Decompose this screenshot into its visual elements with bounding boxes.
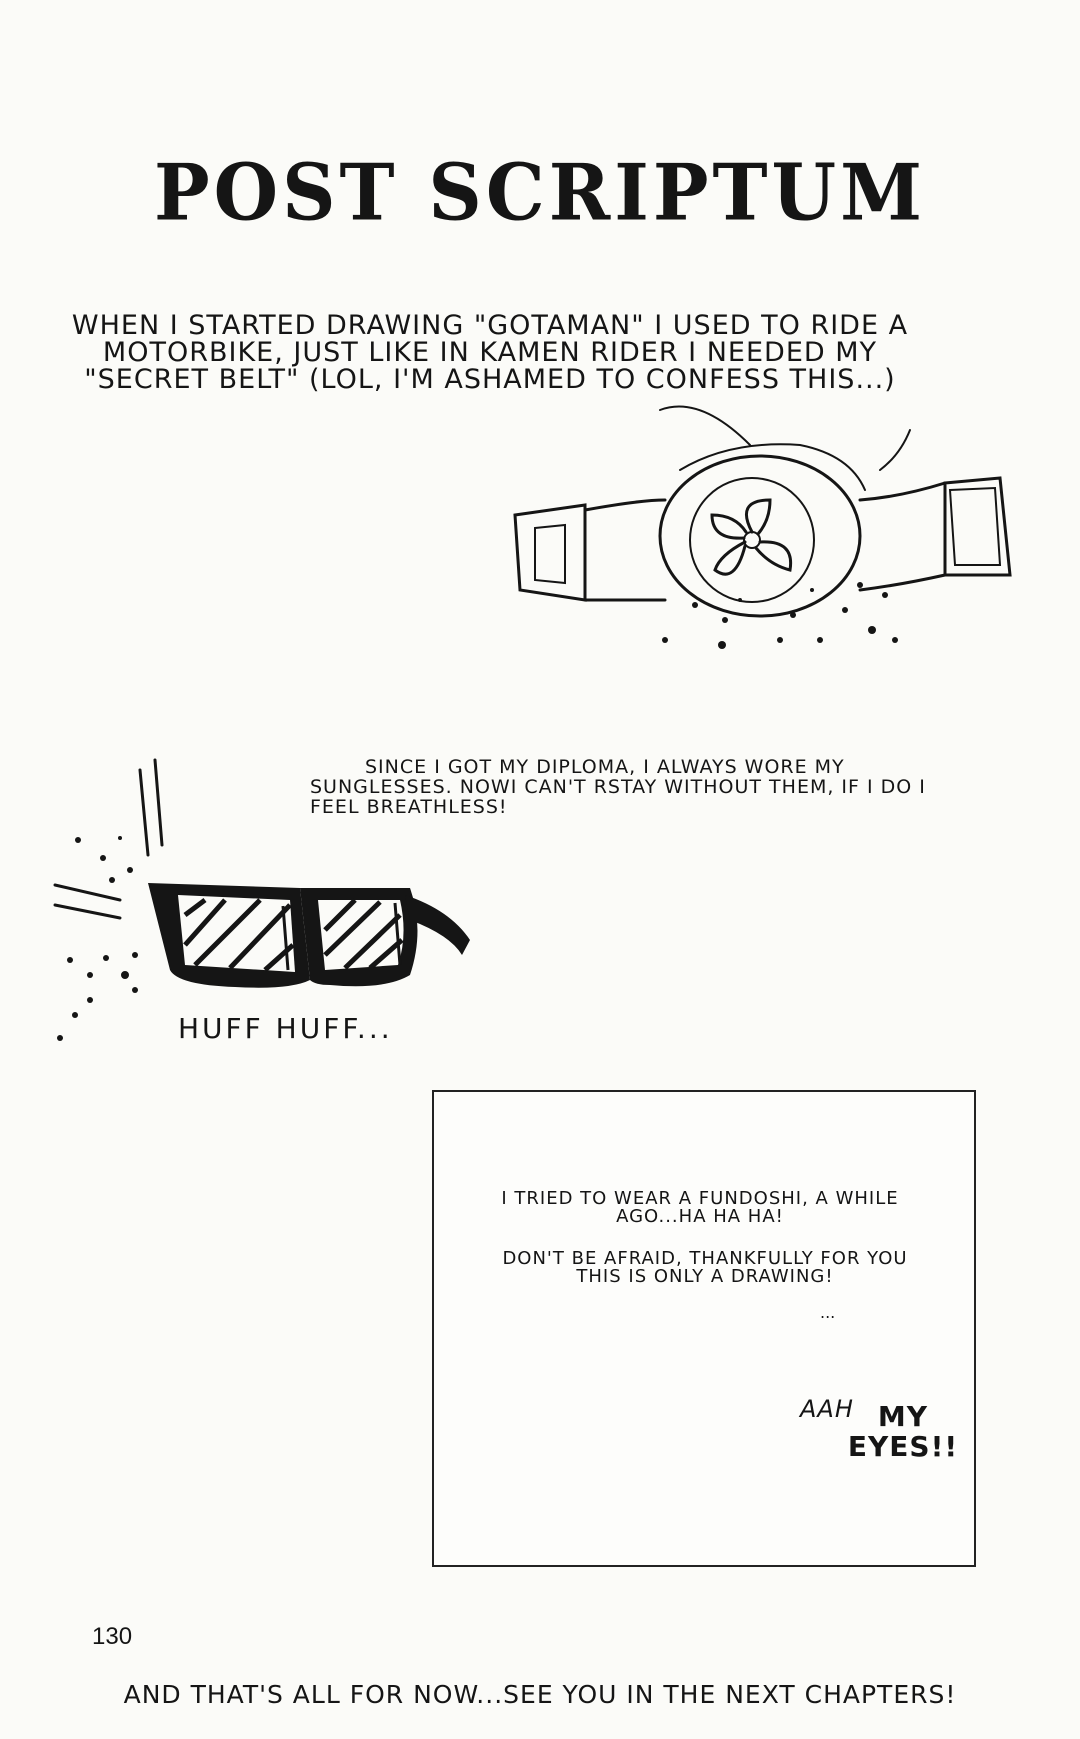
footer-text: AND THAT'S ALL FOR NOW...SEE YOU IN THE … [123,1680,957,1709]
belt-sparkle-dots [662,582,898,649]
page-title: POST SCRIPTUM [154,147,926,239]
intro-text: WHEN I STARTED DRAWING "GOTAMAN" I USED … [71,310,909,395]
fundoshi-panel [432,1090,976,1567]
page-number: 130 [92,1623,133,1650]
sunglasses-text: SINCE I GOT MY DIPLOMA, I ALWAYS WORE MY… [310,756,926,818]
fundoshi-text-1: I TRIED TO WEAR A FUNDOSHI, A WHILE AGO.… [501,1188,899,1227]
sunglasses-illustration [148,883,470,988]
aah-text: AAH [800,1395,854,1423]
sunglasses-sparkle-dots [57,836,138,1041]
huff-text: HUFF HUFF... [178,1012,393,1045]
fundoshi-text-2: DON'T BE AFRAID, THANKFULLY FOR YOU THIS… [502,1248,908,1287]
sunglasses-motion-lines [53,758,164,920]
ellipsis-text: ... [820,1303,836,1322]
secret-belt-illustration [513,405,1012,618]
my-eyes-text: MY EYES!! [847,1400,959,1463]
